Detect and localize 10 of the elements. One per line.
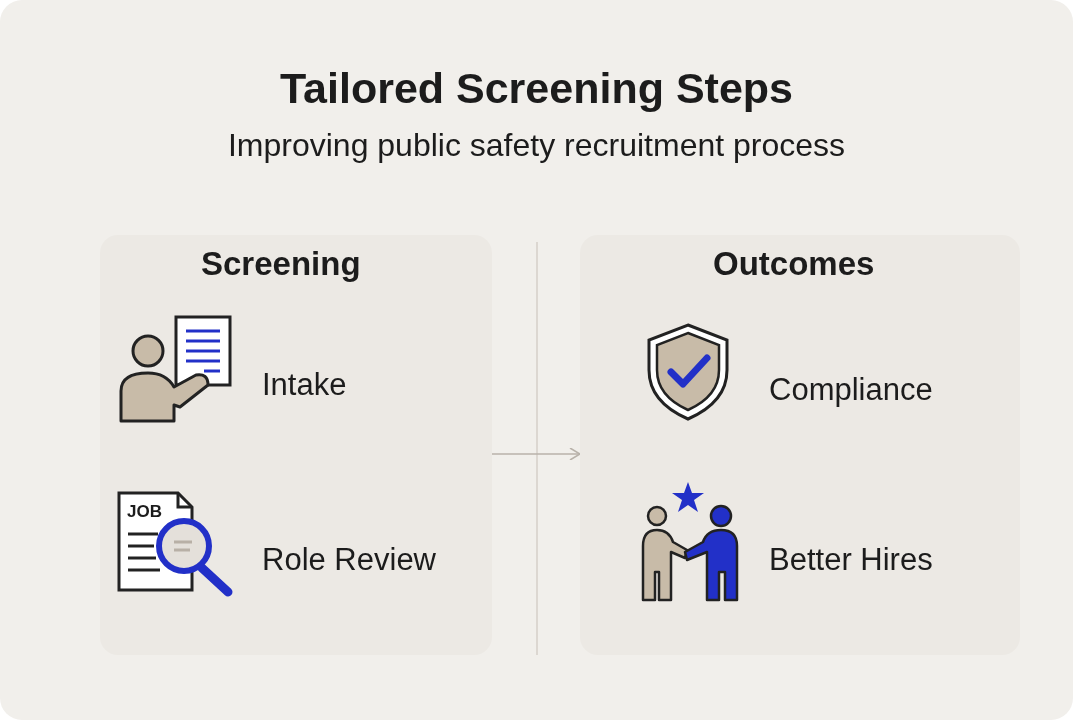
document-heading: JOB [127,502,162,522]
item-label: Intake [262,367,347,403]
column-heading: Screening [201,245,361,283]
item-label: Better Hires [769,542,933,578]
column-heading: Outcomes [713,245,875,283]
item-label: Role Review [262,542,436,578]
title: Tailored Screening Steps [279,64,794,113]
subtitle: Improving public safety recruitment process [226,127,847,164]
item-label: Compliance [769,372,933,408]
arrow [491,447,581,461]
